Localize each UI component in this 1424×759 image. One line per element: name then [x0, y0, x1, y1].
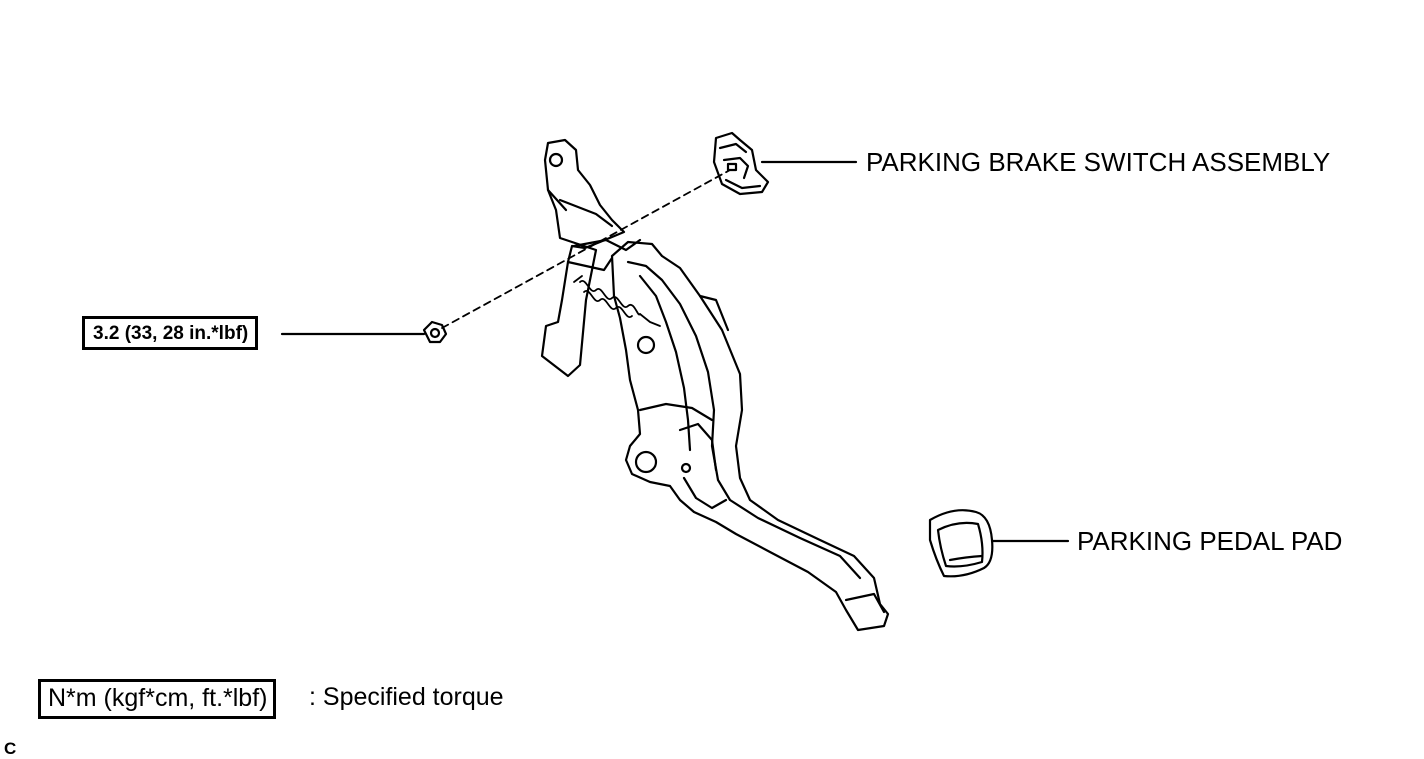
parking-brake-switch-icon [712, 131, 770, 196]
torque-spec-box: 3.2 (33, 28 in.*lbf) [82, 316, 259, 350]
return-spring [573, 275, 661, 327]
parking-brake-switch-label: PARKING BRAKE SWITCH ASSEMBLY [866, 147, 1331, 177]
installation-dashed-line [441, 169, 731, 329]
pedal-bracket [540, 138, 642, 378]
torque-legend-box: N*m (kgf*cm, ft.*lbf) [38, 679, 277, 719]
pedal-arm [610, 240, 890, 632]
torque-legend-description: : Specified torque [309, 683, 504, 711]
parking-pedal-pad-icon [928, 509, 994, 578]
parking-pedal-pad-label: PARKING PEDAL PAD [1077, 526, 1343, 556]
bolt-icon [422, 320, 448, 344]
figure-corner-code: C [4, 739, 17, 758]
